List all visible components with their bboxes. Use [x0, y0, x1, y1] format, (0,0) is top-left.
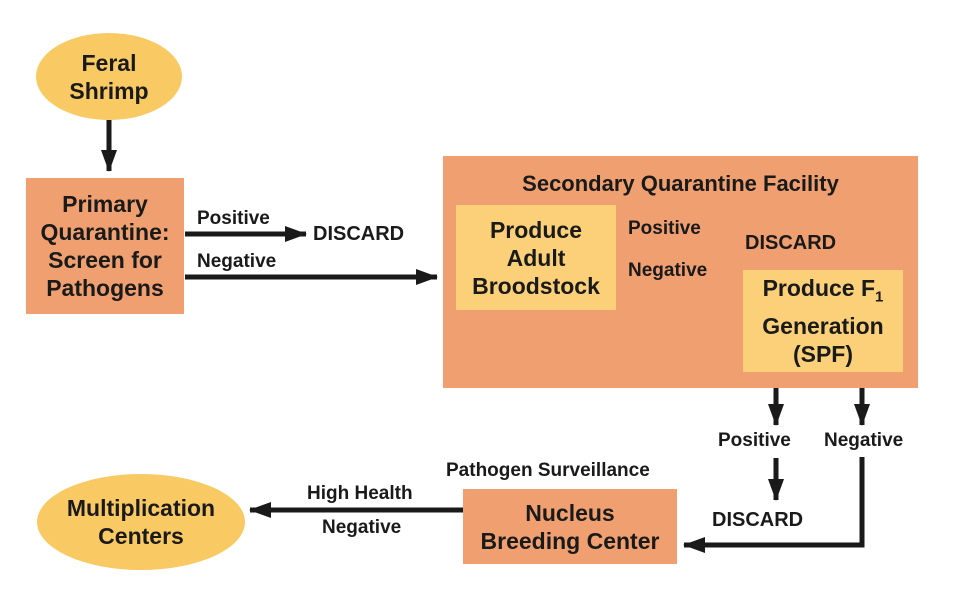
primary-quarantine-label: Primary Quarantine: Screen for Pathogens — [40, 191, 170, 301]
primary-negative-label: Negative — [197, 251, 277, 272]
f1-positive-label: Positive — [718, 430, 791, 451]
adult-positive-label: Positive — [628, 218, 701, 239]
produce-f1-subscript: 1 — [875, 288, 884, 306]
adult-negative-label: Negative — [628, 260, 708, 281]
primary-positive-label: Positive — [197, 208, 270, 229]
nucleus-label: Nucleus Breeding Center — [480, 499, 660, 554]
produce-f1-node: Produce F1 Generation (SPF) — [743, 270, 903, 372]
produce-adult-label: Produce Adult Broodstock — [472, 216, 600, 299]
feral-shrimp-label: Feral Shrimp — [69, 49, 149, 104]
f1-discard-label: DISCARD — [712, 509, 804, 531]
feral-shrimp-node: Feral Shrimp — [36, 33, 182, 120]
produce-f1-line1: Produce F — [762, 275, 876, 302]
primary-discard-label: DISCARD — [313, 223, 405, 245]
pathogen-surveillance-label: Pathogen Surveillance — [446, 460, 650, 481]
produce-f1-label: Produce F1 Generation (SPF) — [762, 274, 883, 368]
f1-negative-label: Negative — [824, 430, 904, 451]
adult-discard-label: DISCARD — [745, 232, 837, 254]
produce-f1-rest: Generation (SPF) — [762, 312, 884, 367]
secondary-facility-title: Secondary Quarantine Facility — [522, 171, 839, 196]
produce-adult-node: Produce Adult Broodstock — [456, 205, 616, 310]
primary-quarantine-node: Primary Quarantine: Screen for Pathogens — [26, 178, 184, 314]
high-health-label: High Health — [307, 483, 413, 504]
arrow-negative-to-nucleus — [683, 457, 865, 553]
multiplication-centers-node: Multiplication Centers — [37, 474, 245, 570]
nucleus-negative-label: Negative — [322, 517, 402, 538]
multiplication-label: Multiplication Centers — [66, 495, 216, 549]
nucleus-breeding-center-node: Nucleus Breeding Center — [463, 489, 677, 564]
